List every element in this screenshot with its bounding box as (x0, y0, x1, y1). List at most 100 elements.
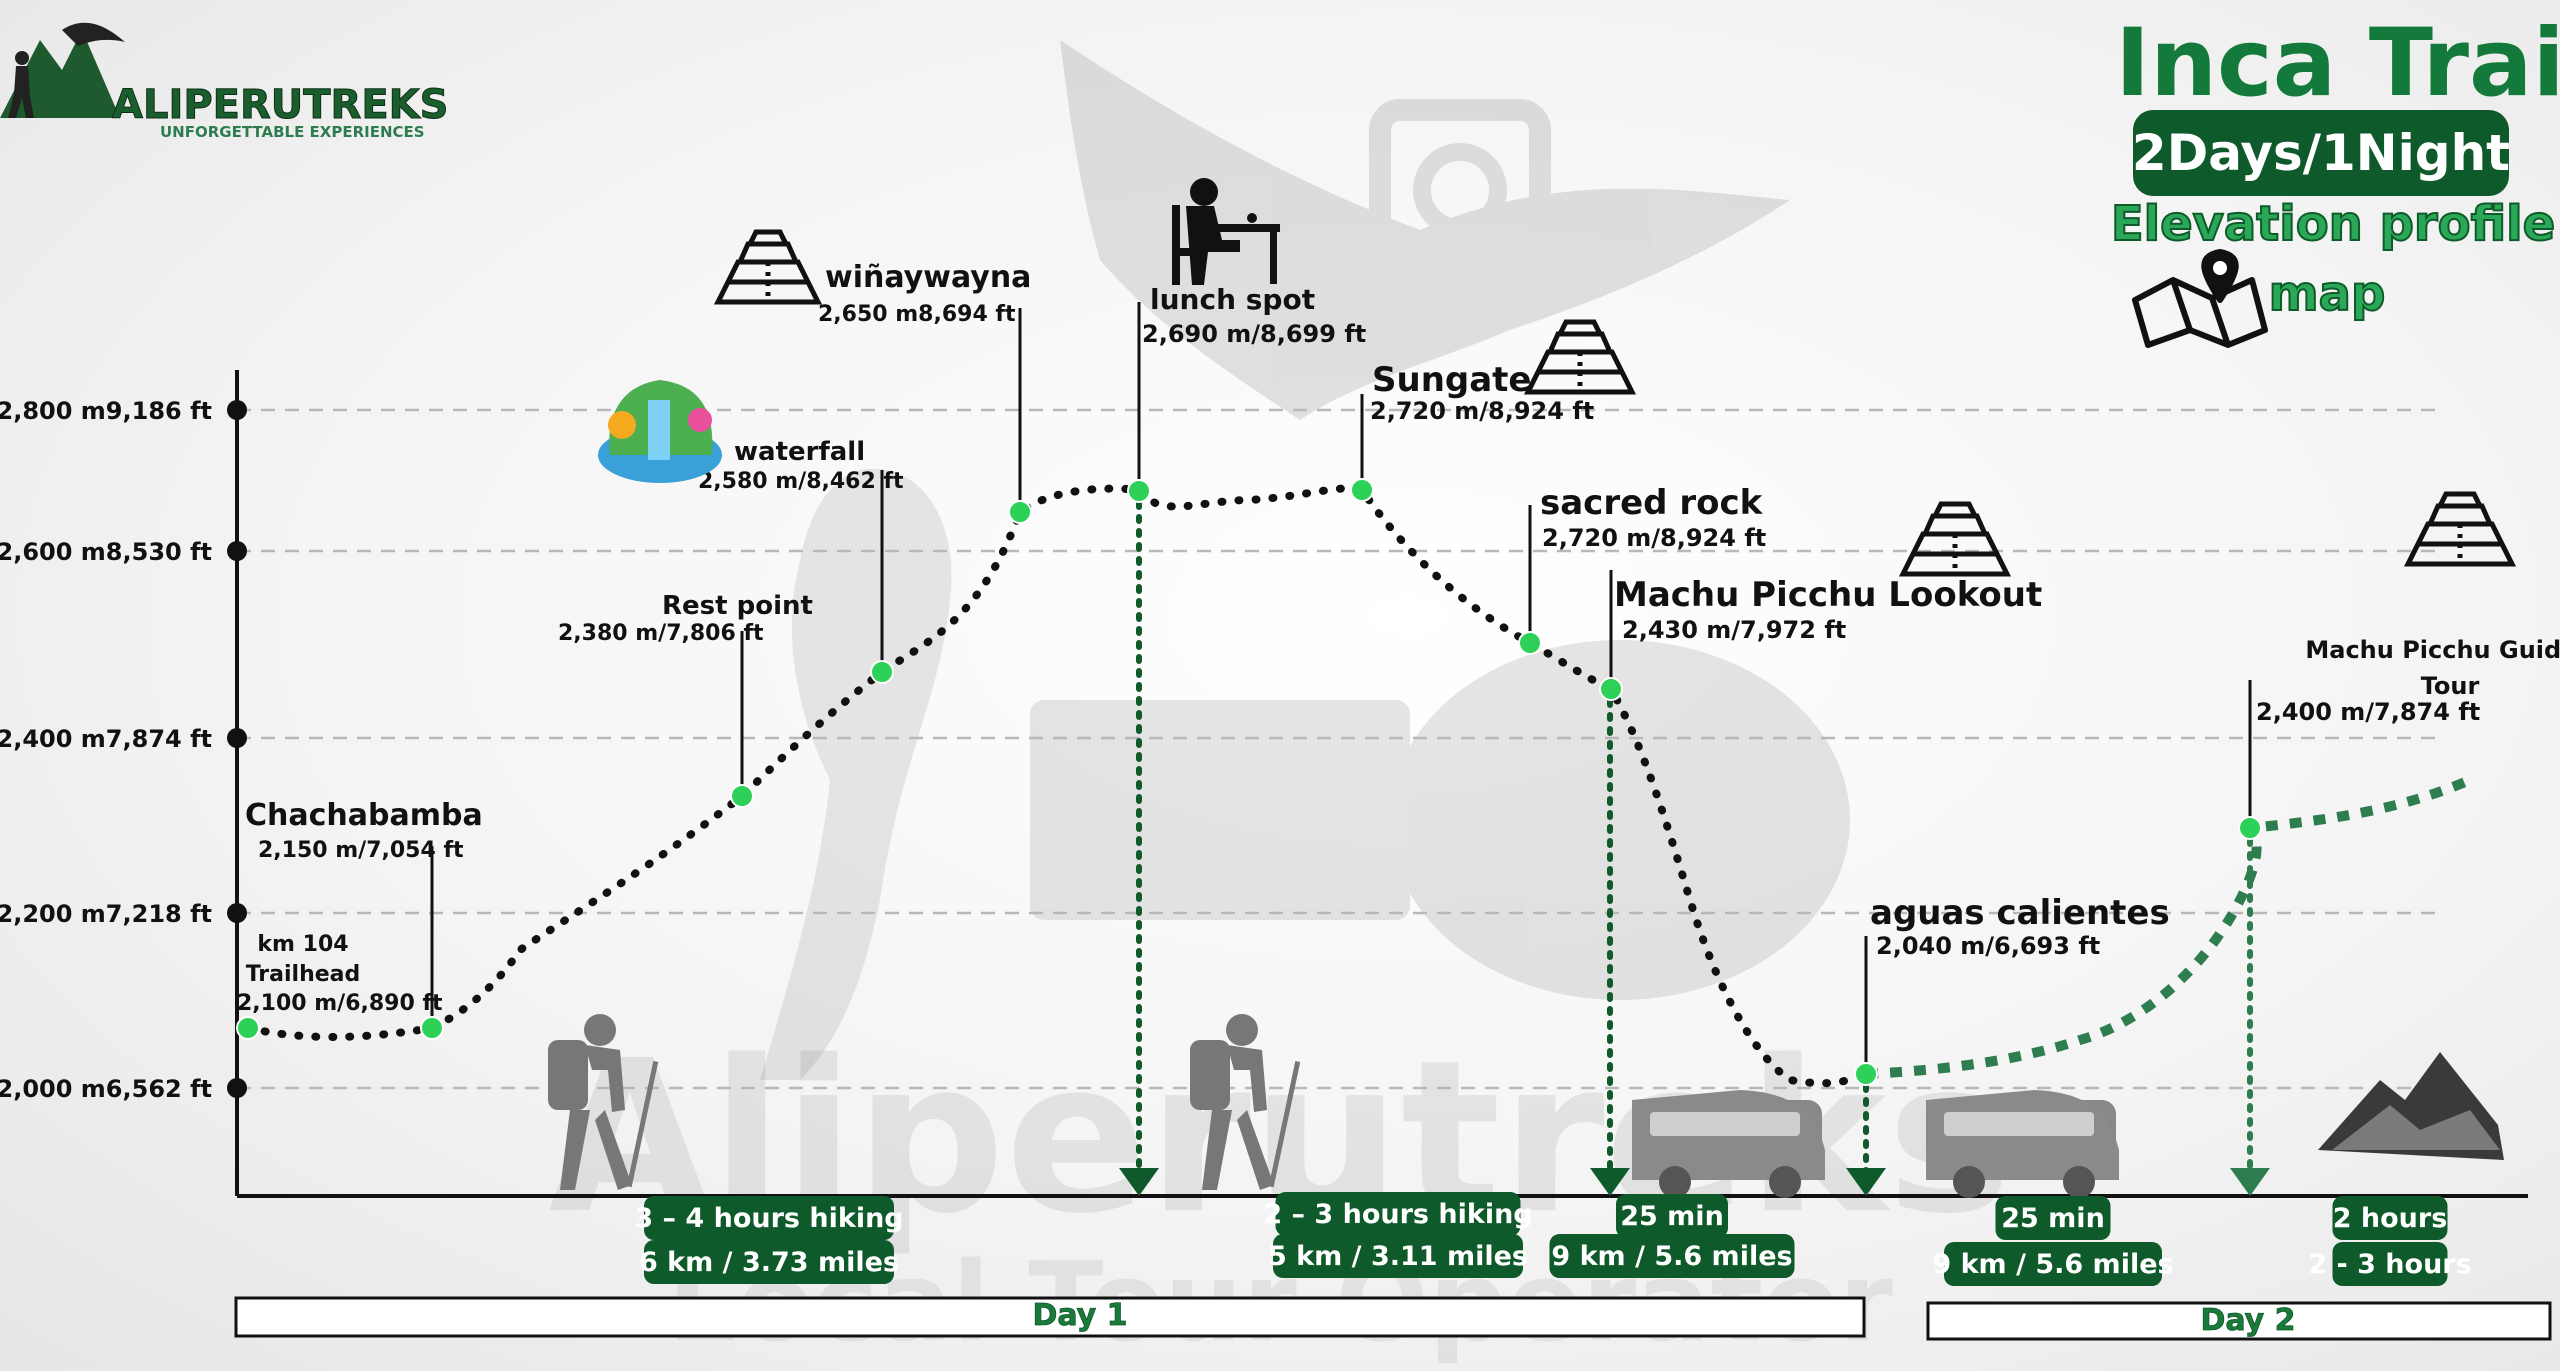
waypoint-name-line2: Trailhead (246, 962, 361, 987)
waypoint-name: Rest point (662, 591, 813, 621)
axis-tick (227, 903, 247, 923)
ruins-icon-sungate (1523, 319, 1637, 395)
trail-profile (244, 484, 2472, 1088)
segment-duration: 25 min (1620, 1201, 1724, 1232)
logo-condor-icon (62, 22, 125, 46)
waypoint-elevation: 2,380 m/7,806 ft (558, 621, 764, 646)
chakana-center (1413, 143, 1507, 237)
segment-distance: 6 km / 3.73 miles (639, 1247, 899, 1278)
day2-label: Day 2 (2200, 1303, 2295, 1338)
subtitle-line1: Elevation profile (2111, 196, 2555, 252)
mountain-icon (2318, 1052, 2504, 1160)
ruins-icon-winaywayna (713, 229, 823, 305)
subtitle-line2: map (2269, 266, 2386, 322)
segment-badge-line2-bg (1944, 1242, 2162, 1286)
y-tick-label: 2,600 m8,530 ft (0, 538, 212, 566)
axis-tick (227, 1078, 247, 1098)
segment-duration: 2 hours (2333, 1203, 2448, 1234)
waypoint-name: km 104 (257, 932, 348, 957)
segment-badge-line2-bg (1273, 1234, 1523, 1278)
title-block: Inca Trail 2Days/1Night Elevation profil… (2110, 9, 2560, 348)
map-pin-icon (2132, 249, 2268, 348)
segment-duration: 3 – 4 hours hiking (634, 1203, 903, 1234)
waypoint-marker (1350, 478, 1374, 502)
segment-distance: 5 km / 3.11 miles (1268, 1241, 1528, 1272)
waypoint-elevation: 2,400 m/7,874 ft (2256, 698, 2480, 726)
waypoint-name: waterfall (734, 437, 865, 467)
waypoint-marker (1127, 479, 1151, 503)
day1-bar (234, 1296, 1866, 1338)
day1-label: Day 1 (1032, 1298, 1127, 1333)
incan-wall-watermark (1030, 700, 1410, 920)
waypoint-marker (1854, 1062, 1878, 1086)
waypoint-marker (2238, 816, 2262, 840)
segment-badge-line1-bg (644, 1196, 894, 1240)
waypoint-elevation: 2,430 m/7,972 ft (1622, 616, 1846, 644)
watermark-art (760, 40, 1850, 1080)
y-tick-label: 2,800 m9,186 ft (0, 397, 212, 425)
waypoint-marker (1008, 500, 1032, 524)
day2-route-line (1865, 775, 2472, 1079)
brand-logo: ALIPERUTREKS UNFORGETTABLE EXPERIENCES (0, 22, 449, 141)
segment-drop-lines (1119, 500, 2270, 1196)
hiker-icon-1 (548, 1014, 659, 1190)
brand-name: ALIPERUTREKS (112, 82, 448, 128)
dining-icon (1172, 178, 1280, 285)
waypoint-name: Chachabamba (245, 798, 483, 833)
waypoint-name-line2: Tour (2421, 672, 2480, 700)
waypoint-elevation: 2,690 m/8,699 ft (1142, 320, 1366, 348)
hiker-silhouette-watermark (760, 468, 952, 1080)
drop-tour-arrow-icon (2230, 1168, 2270, 1196)
waypoint-name: sacred rock (1540, 483, 1764, 523)
axis-tick (227, 400, 247, 420)
waypoint-elevation: 2,580 m/8,462 ft (698, 469, 904, 494)
day2-bar (1926, 1301, 2552, 1341)
waypoint-name: Sungate (1372, 360, 1532, 400)
waypoint-name: aguas calientes (1870, 893, 2170, 933)
bus-icon-2 (1926, 1090, 2119, 1198)
segment-distance: 9 km / 5.6 miles (1551, 1241, 1792, 1272)
hiker-icon-2 (1190, 1014, 1301, 1190)
waterfall-icon (598, 380, 722, 483)
waypoint-name: wiñaywayna (825, 260, 1031, 295)
day-bars: Day 1 Day 2 (234, 1296, 2552, 1341)
elevation-grid (237, 408, 2440, 1090)
segment-distance: 2 - 3 hours (2308, 1249, 2471, 1280)
segment-badge-line1-bg (1616, 1194, 1728, 1238)
y-tick-label: 2,000 m6,562 ft (0, 1075, 212, 1103)
waypoint-name: Machu Picchu Lookout (1614, 575, 2042, 615)
segment-badge-line1-bg (1275, 1192, 1521, 1236)
travel-icons (548, 1014, 2504, 1198)
waypoint-icons (598, 178, 2517, 577)
segment-badge-line2-bg (2332, 1242, 2448, 1286)
segment-duration: 2 – 3 hours hiking (1263, 1199, 1532, 1230)
segment-badge-line1-bg (1995, 1196, 2111, 1240)
ruins-icon-lookout (1898, 501, 2012, 577)
drop-lunch-arrow-icon (1119, 1168, 1159, 1196)
condor-watermark (1060, 40, 1790, 420)
waypoint-marker (1599, 677, 1623, 701)
segment-distance: 9 km / 5.6 miles (1932, 1249, 2173, 1280)
y-tick-label: 2,200 m7,218 ft (0, 900, 212, 928)
drop-aguas-arrow-icon (1846, 1168, 1886, 1196)
day1-trail-line (244, 484, 1870, 1088)
waypoint-elevation: 2,720 m/8,924 ft (1370, 397, 1594, 425)
waypoint-elevation: 2,150 m/7,054 ft (258, 838, 464, 863)
waypoint-marker (1518, 631, 1542, 655)
segment-badge-line1-bg (2332, 1196, 2448, 1240)
waypoint-marker (730, 784, 754, 808)
segment-badge-line2-bg (1549, 1234, 1795, 1278)
ruins-icon-machu-picchu (2403, 491, 2517, 567)
waypoint-marker (870, 660, 894, 684)
trail-title: Inca Trail (2115, 9, 2560, 118)
waypoint-marker (236, 1016, 260, 1040)
y-tick-label: 2,400 m7,874 ft (0, 725, 212, 753)
segment-duration: 25 min (2001, 1203, 2105, 1234)
drop-lookout-arrow-icon (1590, 1168, 1630, 1196)
chakana-watermark (1369, 99, 1551, 281)
axis-tick (227, 541, 247, 561)
waypoint-elevation: 2,100 m/6,890 ft (237, 991, 443, 1016)
waypoint-name: lunch spot (1150, 283, 1315, 316)
